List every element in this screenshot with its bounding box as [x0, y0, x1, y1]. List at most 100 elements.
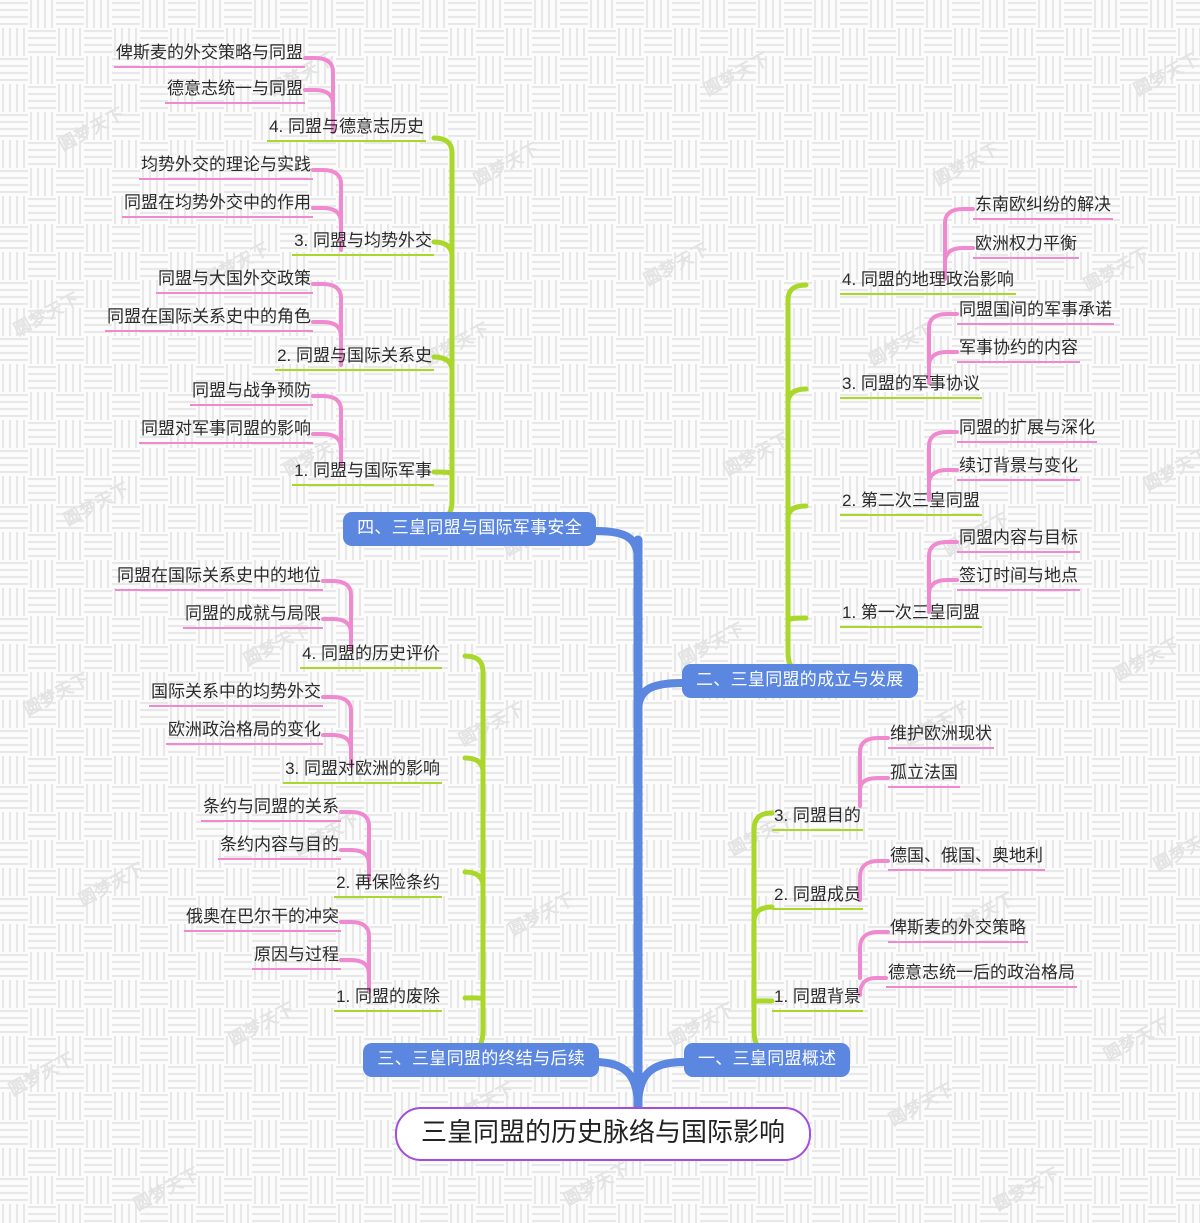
node-b1-1b[interactable]: 俾斯麦的外交策略 — [888, 917, 1028, 944]
node-b1-2[interactable]: 2. 同盟成员 — [772, 884, 863, 911]
sub-b1-3 — [858, 776, 890, 808]
link-root-b4 — [592, 527, 642, 564]
node-b3-1a[interactable]: 原因与过程 — [252, 944, 341, 971]
sub-b3-2a — [339, 810, 371, 866]
node-b2-1a-label: 签订时间与地点 — [959, 566, 1078, 585]
node-b1-1[interactable]: 1. 同盟背景 — [772, 986, 863, 1013]
node-b4-1b[interactable]: 同盟与战争预防 — [190, 380, 313, 407]
node-b4-3a-label: 同盟在均势外交中的作用 — [124, 193, 311, 212]
node-b2-2-label: 2. 第二次三皇同盟 — [842, 491, 980, 510]
sub-b1-3a — [858, 736, 890, 792]
node-b4-1a[interactable]: 同盟对军事同盟的影响 — [139, 418, 313, 445]
node-b2-1b[interactable]: 同盟内容与目标 — [957, 527, 1080, 554]
node-b2-3a[interactable]: 军事协约的内容 — [957, 337, 1080, 364]
node-b1-3-label: 3. 同盟目的 — [774, 806, 861, 825]
node-b2-2a[interactable]: 续订背景与变化 — [957, 455, 1080, 482]
spine-b2-1 — [785, 615, 809, 625]
branch-node-4[interactable]: 四、三皇同盟与国际军事安全 — [343, 512, 596, 546]
branch-node-1[interactable]: 一、三皇同盟概述 — [684, 1043, 851, 1077]
node-b2-3[interactable]: 3. 同盟的军事协议 — [840, 373, 982, 400]
node-b3-2b[interactable]: 条约与同盟的关系 — [201, 796, 341, 823]
spine-b1-2 — [751, 904, 775, 925]
node-b2-4-label: 4. 同盟的地理政治影响 — [842, 270, 1014, 289]
node-b4-2b[interactable]: 同盟与大国外交政策 — [156, 268, 313, 295]
node-b3-3b[interactable]: 国际关系中的均势外交 — [149, 681, 323, 708]
node-b3-2a[interactable]: 条约内容与目的 — [218, 834, 341, 861]
link-root-b1 — [634, 1058, 688, 1112]
sub-b2-4a — [943, 207, 975, 264]
node-b4-1[interactable]: 1. 同盟与国际军事 — [292, 460, 434, 487]
node-b2-2b-label: 同盟的扩展与深化 — [959, 418, 1095, 437]
node-b4-2a[interactable]: 同盟在国际关系史中的角色 — [105, 306, 313, 333]
node-b3-2[interactable]: 2. 再保险条约 — [334, 872, 442, 899]
node-b1-2a[interactable]: 德国、俄国、奥地利 — [888, 845, 1045, 872]
node-b4-3b-label: 均势外交的理论与实践 — [141, 155, 311, 174]
node-b4-4-label: 4. 同盟与德意志历史 — [269, 117, 424, 136]
node-b2-4b-label: 东南欧纠纷的解决 — [975, 195, 1111, 214]
node-b3-1a-label: 原因与过程 — [254, 945, 339, 964]
branch-node-3[interactable]: 三、三皇同盟的终结与后续 — [363, 1043, 599, 1077]
node-b3-4b[interactable]: 同盟在国际关系史中的地位 — [115, 565, 323, 592]
node-b3-3-label: 3. 同盟对欧洲的影响 — [285, 759, 440, 778]
node-b4-4b[interactable]: 俾斯麦的外交策略与同盟 — [114, 42, 305, 69]
node-b4-1b-label: 同盟与战争预防 — [192, 381, 311, 400]
node-b1-3b[interactable]: 维护欧洲现状 — [888, 723, 994, 750]
spine-b3-2 — [462, 869, 486, 889]
node-b4-4a[interactable]: 德意志统一与同盟 — [165, 78, 305, 105]
branch-4-label: 四、三皇同盟与国际军事安全 — [357, 518, 582, 537]
spine-b4 — [431, 135, 455, 522]
node-b4-3b[interactable]: 均势外交的理论与实践 — [139, 154, 313, 181]
node-b2-1[interactable]: 1. 第一次三皇同盟 — [840, 602, 982, 629]
node-b3-4b-label: 同盟在国际关系史中的地位 — [117, 566, 321, 585]
sub-b2-3a — [927, 312, 959, 368]
node-b2-2[interactable]: 2. 第二次三皇同盟 — [840, 490, 982, 517]
spine-b4-1 — [431, 469, 455, 478]
node-b3-3[interactable]: 3. 同盟对欧洲的影响 — [283, 758, 442, 785]
node-b3-4-label: 4. 同盟的历史评价 — [302, 644, 440, 663]
sub-b1-2 — [858, 859, 890, 902]
sub-b3-1a — [339, 920, 371, 976]
node-b4-4[interactable]: 4. 同盟与德意志历史 — [267, 116, 426, 143]
node-b2-4a[interactable]: 欧洲权力平衡 — [973, 233, 1079, 260]
node-b3-2a-label: 条约内容与目的 — [220, 835, 339, 854]
node-b1-1b-label: 俾斯麦的外交策略 — [890, 918, 1026, 937]
branch-3-label: 三、三皇同盟的终结与后续 — [377, 1049, 585, 1068]
node-b2-4a-label: 欧洲权力平衡 — [975, 234, 1077, 253]
spine-b3 — [462, 653, 486, 1053]
branch-2-label: 二、三皇同盟的成立与发展 — [696, 670, 904, 689]
node-b1-2-label: 2. 同盟成员 — [774, 885, 861, 904]
node-b4-3a[interactable]: 同盟在均势外交中的作用 — [122, 192, 313, 219]
spine-b3-3 — [462, 755, 486, 775]
node-b1-1-label: 1. 同盟背景 — [774, 987, 861, 1006]
node-b1-3[interactable]: 3. 同盟目的 — [772, 805, 863, 832]
node-b3-3a[interactable]: 欧洲政治格局的变化 — [166, 719, 323, 746]
sub-b3-3a — [321, 695, 353, 751]
sub-b1-1a — [858, 930, 890, 980]
sub-b4-2a — [311, 282, 343, 338]
node-b2-2b[interactable]: 同盟的扩展与深化 — [957, 417, 1097, 444]
root-node[interactable]: 三皇同盟的历史脉络与国际影响 — [395, 1107, 812, 1161]
spine-b2-3 — [785, 386, 809, 406]
node-b2-4[interactable]: 4. 同盟的地理政治影响 — [840, 269, 1016, 296]
node-b4-2[interactable]: 2. 同盟与国际关系史 — [275, 345, 434, 372]
node-b2-3-label: 3. 同盟的军事协议 — [842, 374, 980, 393]
node-b2-4b[interactable]: 东南欧纠纷的解决 — [973, 194, 1113, 221]
branch-node-2[interactable]: 二、三皇同盟的成立与发展 — [682, 664, 918, 698]
node-b3-1[interactable]: 1. 同盟的废除 — [334, 986, 442, 1013]
link-root-b3 — [590, 1058, 642, 1112]
node-b2-1a[interactable]: 签订时间与地点 — [957, 565, 1080, 592]
node-b2-2a-label: 续订背景与变化 — [959, 456, 1078, 475]
spine-b2 — [785, 282, 809, 674]
node-b3-4a[interactable]: 同盟的成就与局限 — [183, 603, 323, 630]
sub-b4-3a — [311, 168, 343, 224]
node-b2-3b[interactable]: 同盟国间的军事承诺 — [957, 299, 1114, 326]
node-b1-3a[interactable]: 孤立法国 — [888, 762, 960, 789]
node-b3-1-label: 1. 同盟的废除 — [336, 987, 440, 1006]
link-root-b2 — [634, 679, 686, 716]
node-b4-3[interactable]: 3. 同盟与均势外交 — [292, 230, 434, 257]
node-b3-1b[interactable]: 俄奥在巴尔干的冲突 — [184, 906, 341, 933]
node-b3-4[interactable]: 4. 同盟的历史评价 — [300, 643, 442, 670]
node-b1-1a[interactable]: 德意志统一后的政治格局 — [886, 962, 1077, 989]
